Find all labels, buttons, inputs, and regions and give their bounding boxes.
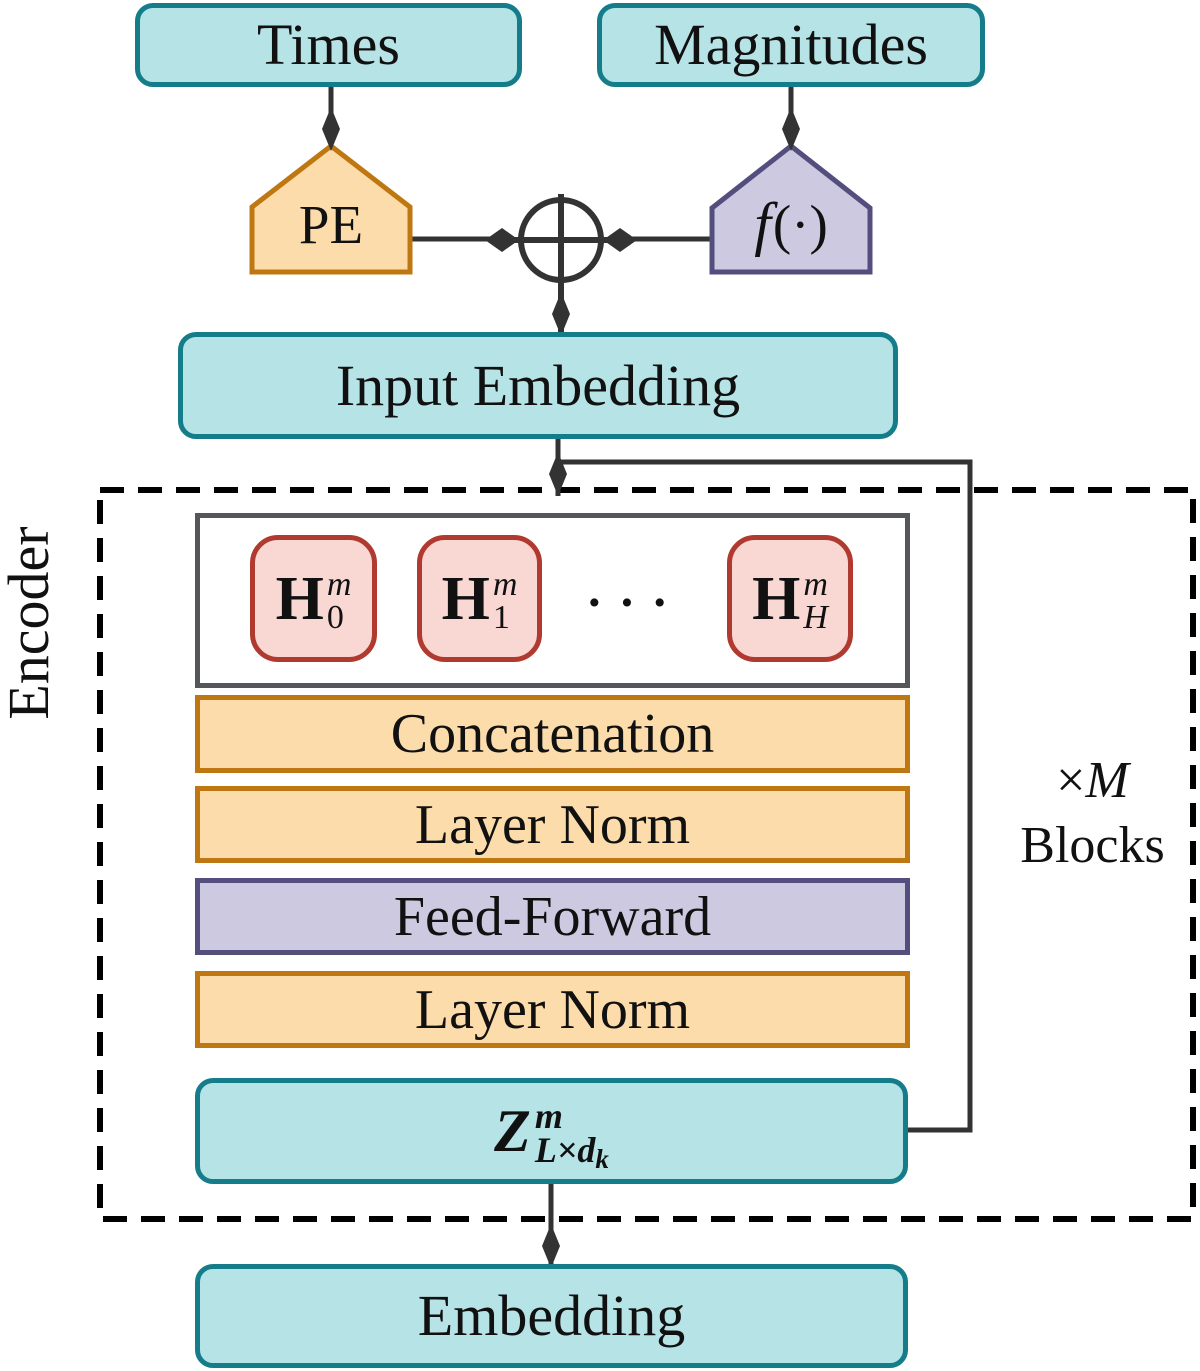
multiplier-sign: × [1056,752,1086,809]
z-base: Z [494,1098,531,1164]
head-H-sub: H [803,598,828,636]
head-0-sub: 0 [326,598,344,636]
embedding-label: Embedding [417,1283,686,1348]
f-args: (·) [772,193,828,255]
embedding-box: Embedding [195,1264,908,1368]
arrow-diamond-sum-out [552,292,570,336]
heads-ellipsis: ··· [585,574,685,630]
f-function-label: f(·) [712,182,870,266]
m-symbol: M [1085,752,1129,809]
arrow-diamond-magnitudes [782,107,800,151]
layer-norm-1-box: Layer Norm [195,786,910,863]
input-embedding-box: Input Embedding [178,332,898,439]
f-symbol: f [754,191,771,257]
f-pentagon [709,142,873,275]
arrow-diamond-pe-sum [485,228,519,252]
blocks-multiplier-note: ×M Blocks [985,748,1200,878]
arrow-diamond-embedding-in [542,1224,560,1268]
times-box: Times [135,3,522,87]
times-label: Times [257,12,400,77]
pe-pentagon [249,142,413,275]
head-1-sup: m [492,566,518,604]
concatenation-box: Concatenation [195,695,910,773]
arrow-diamond-times [322,107,340,151]
arrow-diamond-f-sum [603,228,637,252]
z-sup: m [534,1096,563,1137]
z-sub-sub: k [595,1144,609,1175]
head-1-base: H [441,564,490,633]
encoder-label: Encoder [0,526,61,720]
magnitudes-label: Magnitudes [654,12,928,77]
magnitudes-box: Magnitudes [597,3,985,87]
feed-forward-box: Feed-Forward [195,878,910,955]
head-0-sup: m [326,566,352,604]
arrow-diamond-encoder-in [549,452,567,496]
residual-loop-line [558,459,973,1133]
layer-norm-2-box: Layer Norm [195,971,910,1048]
head-H-base: H [752,564,801,633]
encoder-dashed-border [97,487,1196,1222]
head-1-sub: 1 [492,598,510,636]
blocks-word: Blocks [1020,817,1165,874]
pe-label: PE [298,193,364,255]
circle-plus-icon [513,194,609,336]
input-embedding-label: Input Embedding [335,352,741,418]
head-H-sup: m [803,566,828,604]
z-sub-main: L×d [534,1130,596,1171]
head-0-base: H [275,564,324,633]
